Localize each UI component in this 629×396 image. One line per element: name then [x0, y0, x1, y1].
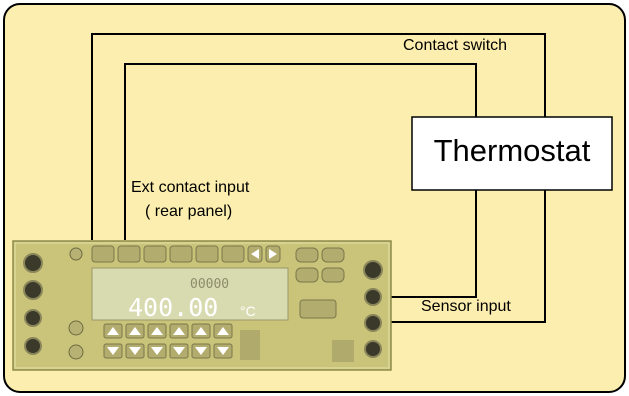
display-main-readout: 400.00 — [128, 293, 218, 322]
ext-contact-input-label: Ext contact input — [131, 179, 249, 197]
rear-panel-label: ( rear panel) — [145, 203, 232, 221]
right-knob-4 — [365, 341, 381, 357]
display-unit: °C — [240, 303, 256, 319]
thermostat-label: Thermostat — [412, 133, 612, 169]
right-knob-2 — [365, 289, 381, 305]
sensor-input-label: Sensor input — [421, 298, 511, 316]
right-knob-1 — [364, 261, 382, 279]
contact-switch-label: Contact switch — [403, 37, 507, 55]
display-small-readout: 00000 — [190, 277, 229, 292]
left-knob-3 — [25, 310, 41, 326]
left-knob-1 — [24, 254, 42, 272]
right-knob-3 — [365, 315, 381, 331]
left-knob-4 — [25, 338, 41, 354]
left-knob-2 — [24, 281, 42, 299]
calibrator-instrument: 00000 400.00 °C — [13, 241, 391, 370]
